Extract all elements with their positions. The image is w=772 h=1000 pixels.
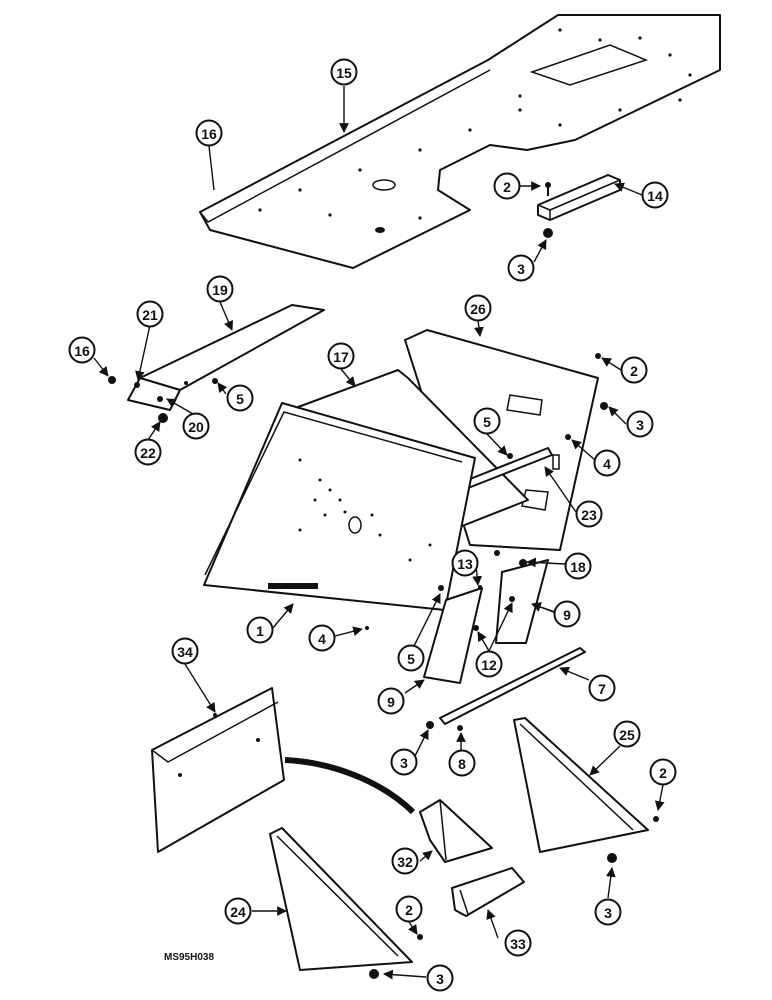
- callout-2: 2: [395, 895, 423, 923]
- callout-23: 23: [575, 500, 603, 528]
- callout-16: 16: [195, 119, 223, 147]
- seal-strip: [284, 757, 416, 815]
- callout-label: 8: [458, 756, 466, 772]
- bar-7: [426, 647, 586, 731]
- callout-label: 21: [142, 307, 158, 323]
- callout-label: 16: [201, 126, 217, 142]
- callout-label: 1: [256, 623, 264, 639]
- callout-label: 23: [581, 507, 597, 523]
- callout-16: 16: [68, 336, 96, 364]
- callout-label: 33: [510, 936, 526, 952]
- plate-9-lower: [423, 585, 483, 684]
- callout-33: 33: [504, 929, 532, 957]
- callout-4: 4: [593, 449, 621, 477]
- callout-label: 15: [336, 65, 352, 81]
- callout-17: 17: [327, 342, 355, 370]
- callout-19: 19: [206, 275, 234, 303]
- callout-26: 26: [464, 294, 492, 322]
- callout-label: 12: [481, 657, 497, 673]
- callout-22: 22: [134, 438, 162, 466]
- callout-3: 3: [390, 748, 418, 776]
- callout-label: 7: [598, 681, 606, 697]
- callout-label: 5: [236, 391, 244, 407]
- callout-15: 15: [330, 58, 358, 86]
- callout-label: 34: [177, 644, 193, 660]
- callout-9: 9: [553, 600, 581, 628]
- callout-label: 3: [604, 905, 612, 921]
- callout-label: 20: [188, 419, 204, 435]
- callout-label: 2: [630, 363, 638, 379]
- callout-label: 9: [387, 694, 395, 710]
- drawing-code: MS95H038: [164, 952, 214, 963]
- callout-3: 3: [507, 254, 535, 282]
- callout-label: 3: [517, 261, 525, 277]
- callout-1: 1: [246, 616, 274, 644]
- top-plate-15: [199, 14, 721, 269]
- callout-label: 25: [619, 727, 635, 743]
- callout-label: 17: [333, 349, 349, 365]
- callout-label: 2: [503, 179, 511, 195]
- callout-label: 5: [483, 414, 491, 430]
- callout-label: 26: [470, 301, 486, 317]
- callout-25: 25: [613, 720, 641, 748]
- plate-9-upper: [494, 550, 549, 644]
- callout-label: 14: [647, 188, 663, 204]
- callout-12: 12: [475, 650, 503, 678]
- callout-14: 14: [641, 181, 669, 209]
- deflector-34: [151, 687, 285, 853]
- callout-label: 3: [400, 755, 408, 771]
- callout-label: 13: [457, 556, 473, 572]
- callout-24: 24: [224, 897, 252, 925]
- panel-26: [404, 329, 599, 551]
- callout-label: 4: [318, 631, 326, 647]
- nut-3: [543, 228, 553, 238]
- callout-3: 3: [426, 964, 454, 992]
- callout-label: 24: [230, 904, 246, 920]
- callout-32: 32: [391, 847, 419, 875]
- callout-5: 5: [226, 384, 254, 412]
- callout-2: 2: [649, 758, 677, 786]
- callout-label: 32: [397, 854, 413, 870]
- callout-7: 7: [588, 674, 616, 702]
- callout-3: 3: [594, 898, 622, 926]
- callout-label: 18: [570, 559, 586, 575]
- callout-label: 22: [140, 445, 156, 461]
- callout-4: 4: [308, 624, 336, 652]
- callout-label: 3: [636, 417, 644, 433]
- callout-13: 13: [451, 549, 479, 577]
- callout-label: 9: [563, 607, 571, 623]
- callout-3: 3: [626, 410, 654, 438]
- triangle-panel-24: [269, 827, 423, 979]
- callout-label: 16: [74, 343, 90, 359]
- callout-2: 2: [493, 172, 521, 200]
- callout-20: 20: [182, 412, 210, 440]
- bracket-33: [451, 867, 525, 917]
- callout-18: 18: [564, 552, 592, 580]
- triangle-panel-25: [513, 717, 659, 863]
- callout-label: 4: [603, 456, 611, 472]
- callout-2: 2: [620, 356, 648, 384]
- callout-9: 9: [377, 687, 405, 715]
- callout-label: 5: [407, 651, 415, 667]
- callout-label: 2: [405, 902, 413, 918]
- channel-14: [537, 174, 621, 221]
- callout-34: 34: [171, 637, 199, 665]
- panel-1: [203, 402, 476, 630]
- bracket-32: [419, 799, 493, 863]
- callout-5: 5: [473, 407, 501, 435]
- callout-21: 21: [136, 300, 164, 328]
- callout-5: 5: [397, 644, 425, 672]
- callout-label: 3: [436, 971, 444, 987]
- callout-label: 2: [659, 765, 667, 781]
- callout-label: 19: [212, 282, 228, 298]
- callout-8: 8: [448, 749, 476, 777]
